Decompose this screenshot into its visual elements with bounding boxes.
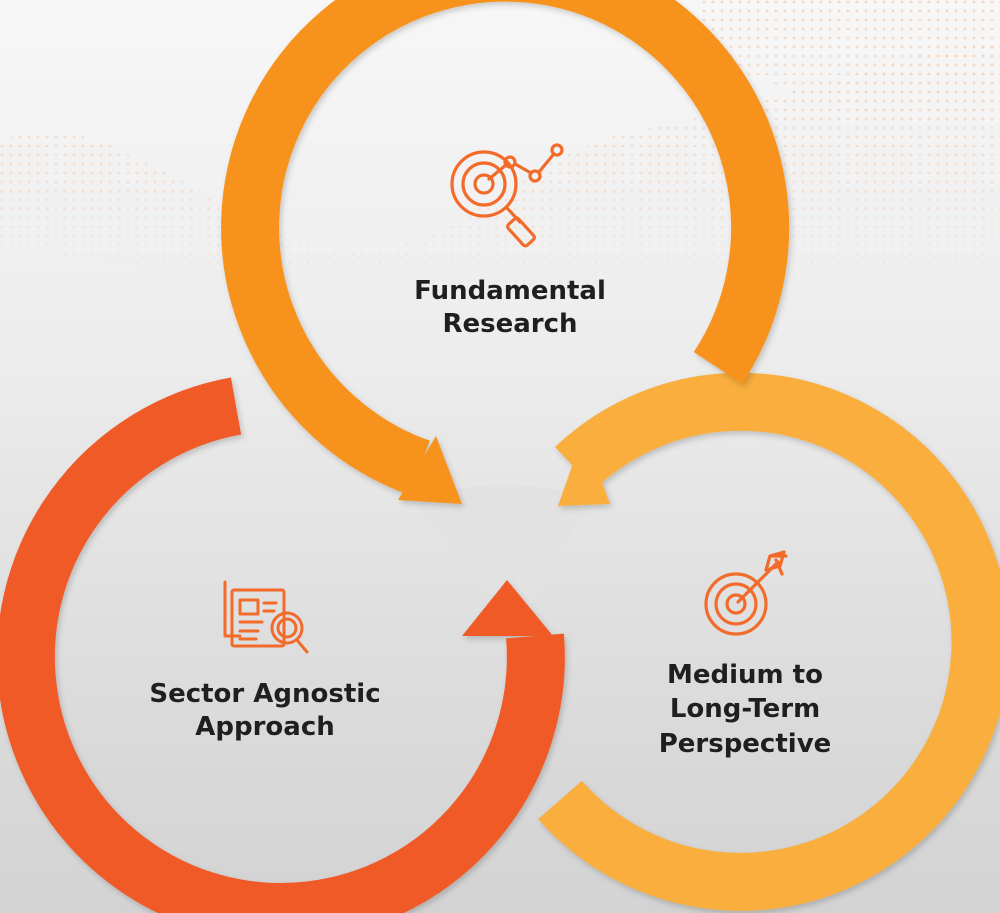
label-line: Medium to bbox=[667, 660, 823, 690]
fundamental-research-arc bbox=[221, 0, 790, 504]
medium-long-term-perspective-label: Medium to Long-Term Perspective bbox=[600, 658, 890, 761]
target-magnifier-chart-icon bbox=[450, 143, 564, 248]
label-line: Sector Agnostic bbox=[149, 679, 381, 709]
document-search-icon bbox=[223, 580, 309, 654]
fundamental-research-label: Fundamental Research bbox=[360, 275, 660, 340]
center-overlap-region bbox=[410, 485, 600, 640]
label-line: Research bbox=[442, 308, 578, 339]
label-line: Fundamental bbox=[414, 276, 606, 306]
label-line: Approach bbox=[195, 711, 335, 742]
dotted-wave-decoration bbox=[0, 0, 1000, 305]
target-arrow-icon bbox=[704, 550, 788, 636]
label-line: Long-Term bbox=[669, 694, 821, 725]
label-line: Perspective bbox=[658, 728, 832, 759]
medium-long-term-arc bbox=[538, 372, 1000, 911]
sector-agnostic-approach-label: Sector Agnostic Approach bbox=[100, 678, 430, 743]
sector-agnostic-arc bbox=[0, 377, 565, 913]
